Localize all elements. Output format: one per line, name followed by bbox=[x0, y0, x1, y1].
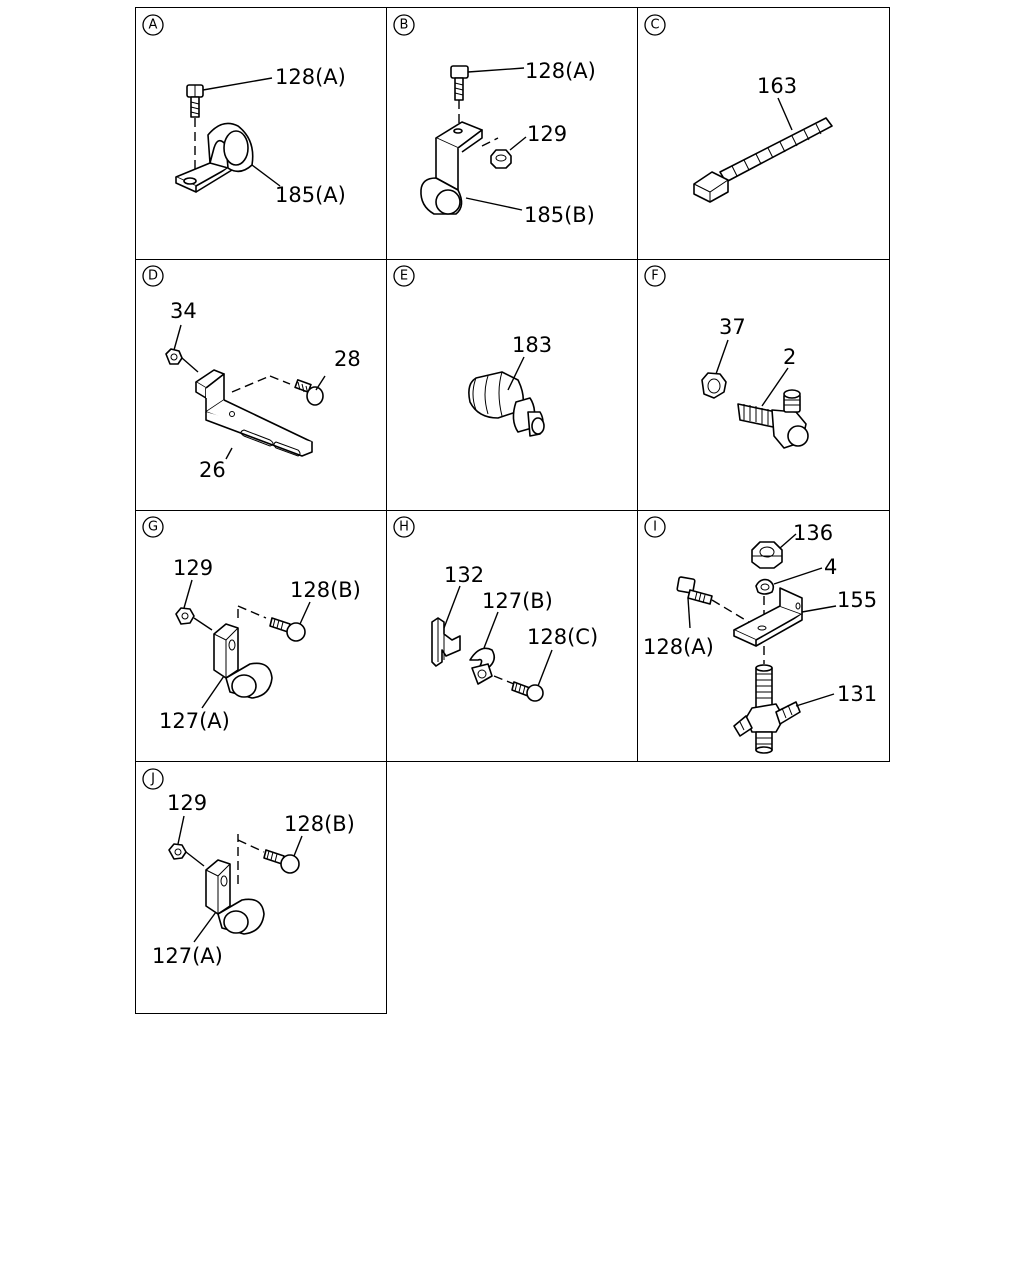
panel-a bbox=[135, 7, 387, 260]
panel-i bbox=[637, 510, 890, 762]
panel-g bbox=[135, 510, 387, 762]
panel-f bbox=[637, 259, 890, 511]
panel-c bbox=[637, 7, 890, 260]
panel-b bbox=[386, 7, 638, 260]
panel-e bbox=[386, 259, 638, 511]
panel-d bbox=[135, 259, 387, 511]
panel-h bbox=[386, 510, 638, 762]
panel-j bbox=[135, 761, 387, 1014]
